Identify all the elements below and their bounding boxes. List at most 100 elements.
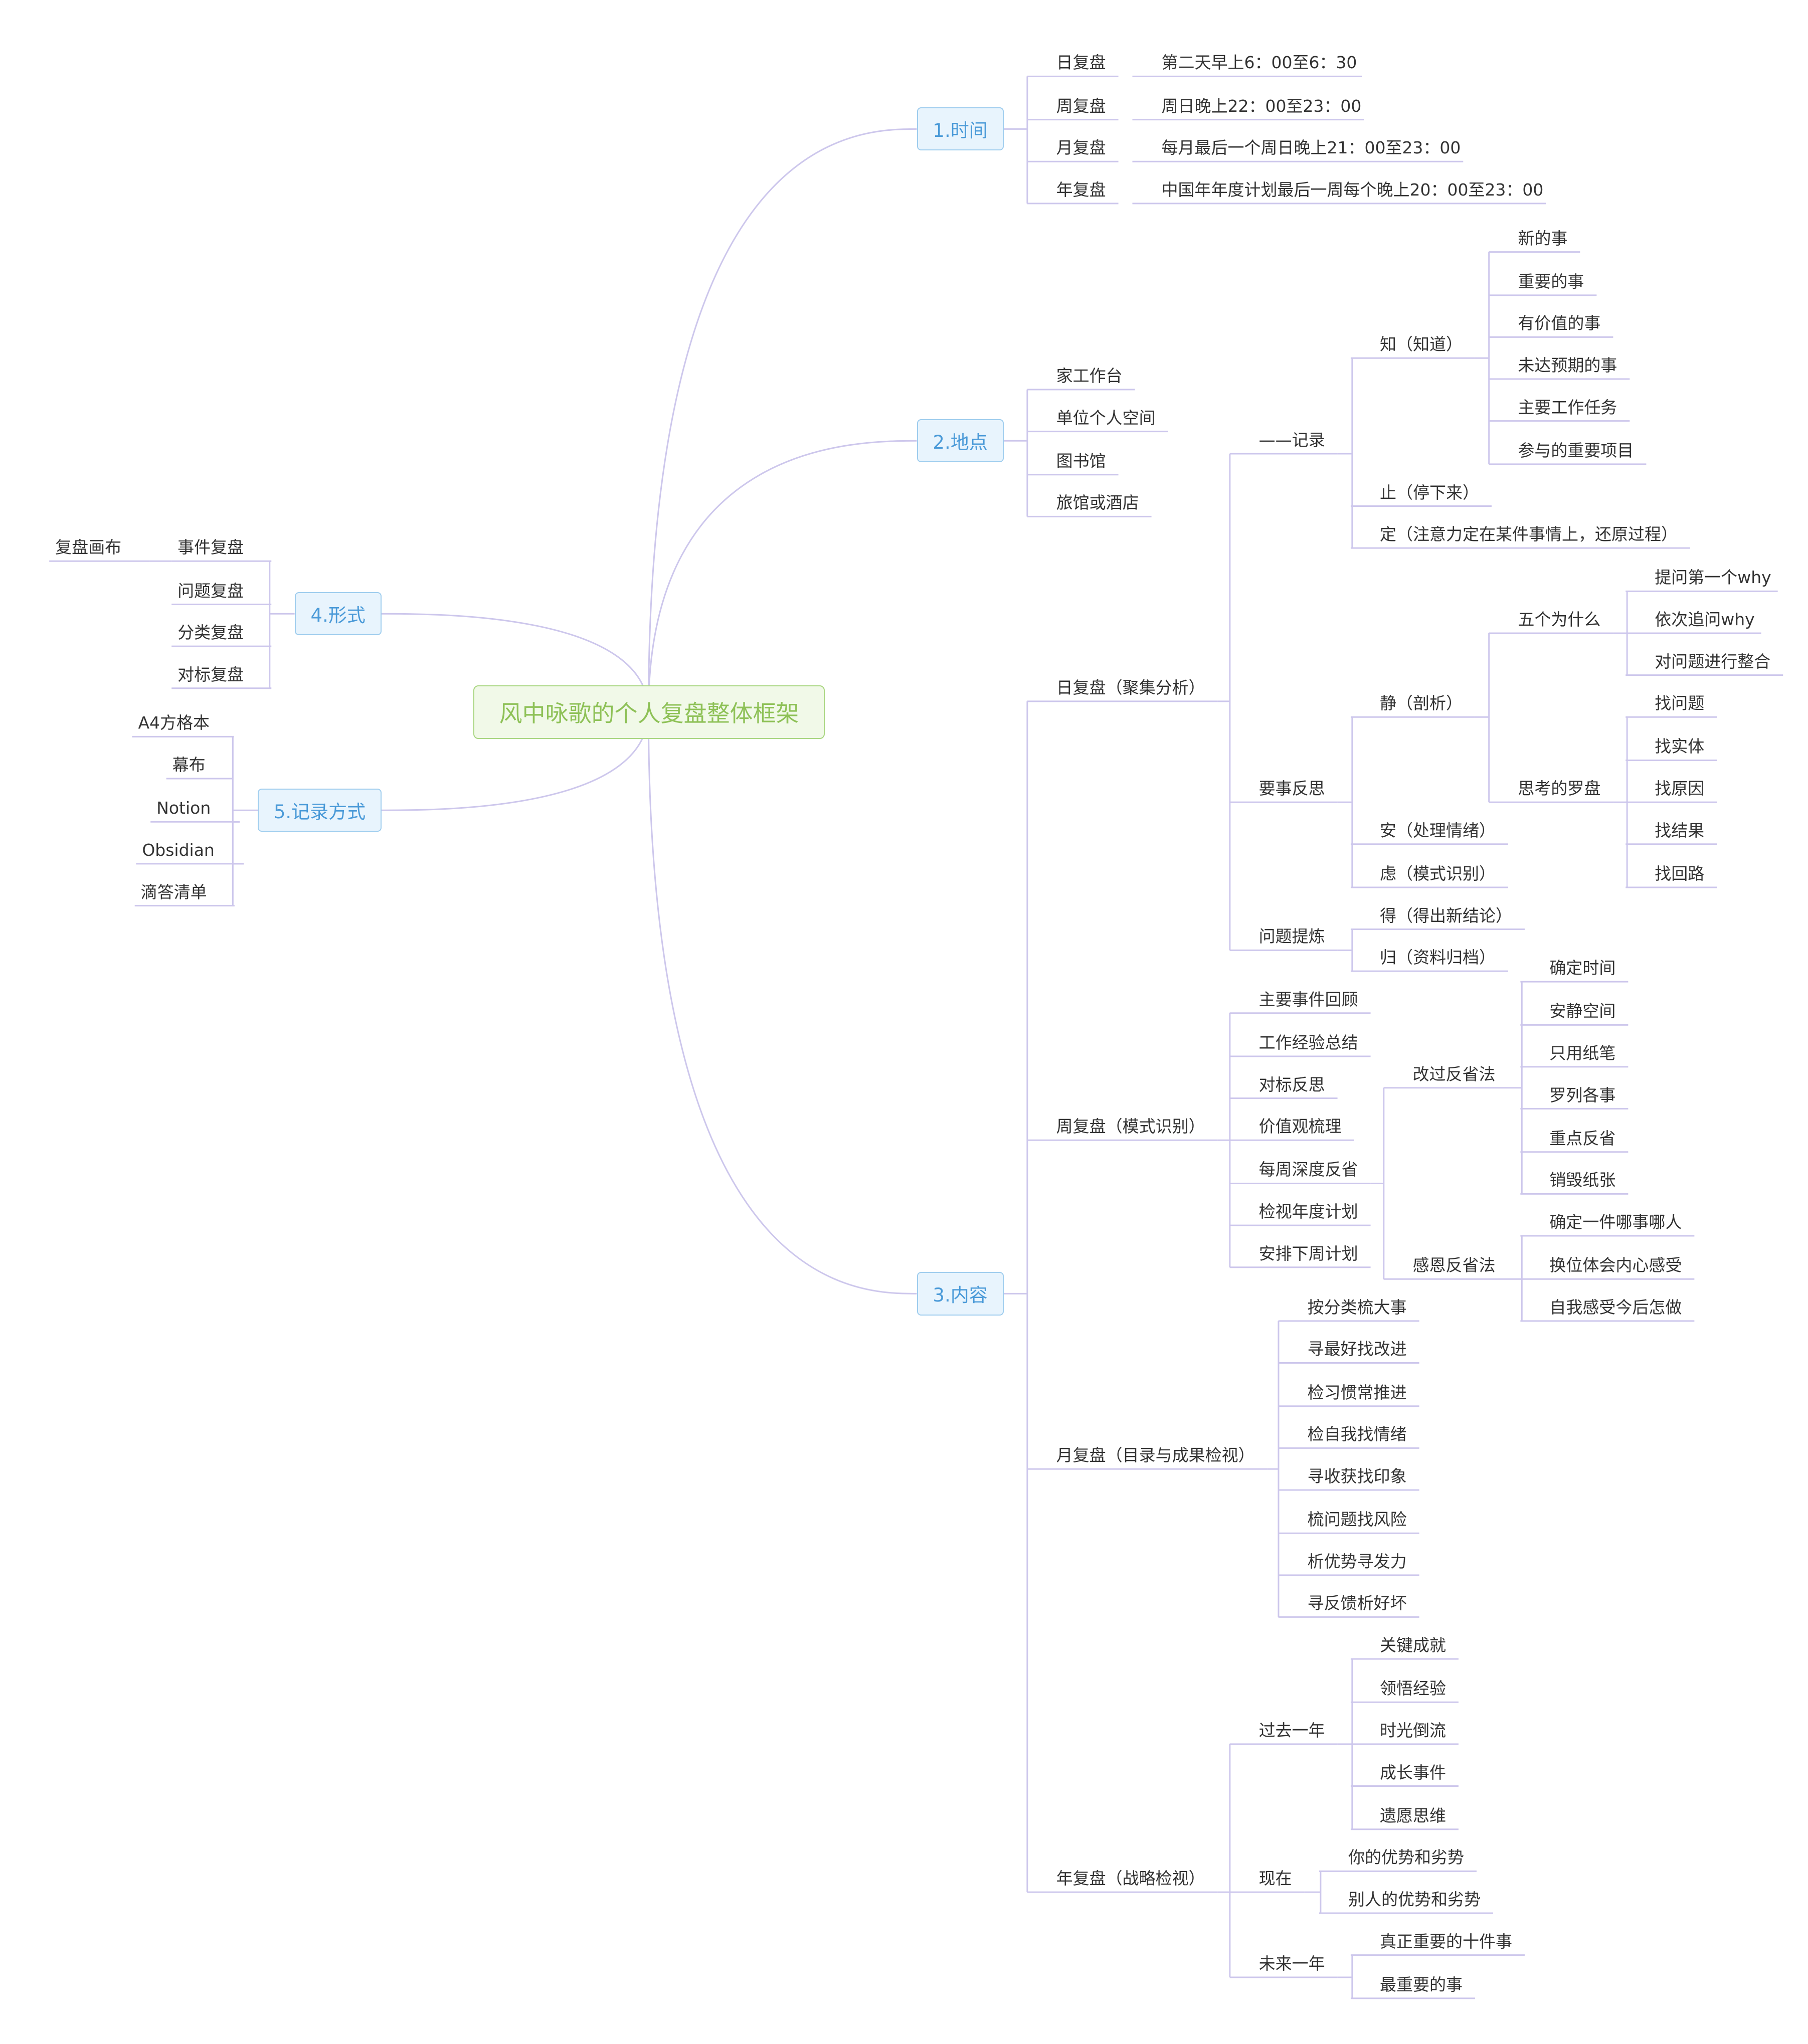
record-item: 滴答清单 <box>140 882 207 902</box>
record-item: Notion <box>156 798 211 818</box>
year-now: 现在 <box>1258 1869 1292 1889</box>
time-item-name: 年复盘 <box>1056 179 1106 200</box>
past-item: 遗愿思维 <box>1379 1805 1446 1825</box>
time-item-value: 第二天早上6：00至6：30 <box>1161 53 1357 73</box>
time-item-name: 周复盘 <box>1056 96 1106 116</box>
know-item: 参与的重要项目 <box>1518 440 1634 460</box>
why-item: 提问第一个why <box>1655 568 1771 588</box>
compass-item: 找实体 <box>1655 736 1705 757</box>
daily-reflect: 要事反思 <box>1258 779 1325 799</box>
weekly-item: 主要事件回顾 <box>1258 989 1358 1009</box>
past-item: 成长事件 <box>1379 1762 1446 1782</box>
record-item: A4方格本 <box>138 713 210 733</box>
year-future: 未来一年 <box>1258 1954 1325 1974</box>
record-know: 知（知道） <box>1379 334 1463 354</box>
monthly-item: 寻收获找印象 <box>1307 1466 1407 1486</box>
root-branch <box>381 613 649 711</box>
compass-item: 找结果 <box>1655 820 1705 840</box>
topic-time[interactable]: 1.时间 <box>917 107 1004 151</box>
gratitude-method: 感恩反省法 <box>1412 1255 1496 1275</box>
time-item-name: 月复盘 <box>1056 138 1106 158</box>
know-item: 未达预期的事 <box>1518 355 1617 376</box>
why-item: 依次追问why <box>1655 609 1755 629</box>
topic-record[interactable]: 5.记录方式 <box>258 789 382 832</box>
topic-content[interactable]: 3.内容 <box>917 1272 1004 1316</box>
past-item: 关键成就 <box>1379 1635 1446 1655</box>
monthly-item: 寻最好找改进 <box>1307 1339 1407 1359</box>
weekly-item: 价值观梳理 <box>1258 1117 1342 1137</box>
monthly-item: 寻反馈析好坏 <box>1307 1593 1407 1613</box>
place-item: 旅馆或酒店 <box>1056 493 1139 513</box>
gratitude-item: 换位体会内心感受 <box>1549 1255 1682 1275</box>
monthly-item: 梳问题找风险 <box>1307 1510 1407 1530</box>
refine-item: 归（资料归档） <box>1379 948 1496 968</box>
topic-form[interactable]: 4.形式 <box>294 592 382 636</box>
compass-item: 找回路 <box>1655 863 1705 883</box>
record-focus: 定（注意力定在某件事情上，还原过程） <box>1379 524 1678 544</box>
know-item: 有价值的事 <box>1518 313 1601 333</box>
year-past: 过去一年 <box>1258 1720 1325 1740</box>
weekly-item: 安排下周计划 <box>1258 1243 1358 1263</box>
form-item: 事件复盘 <box>177 537 244 558</box>
know-item: 主要工作任务 <box>1518 397 1617 417</box>
correction-item: 销毁纸张 <box>1549 1170 1616 1190</box>
topic-place[interactable]: 2.地点 <box>917 419 1004 463</box>
correction-item: 只用纸笔 <box>1549 1043 1616 1063</box>
future-item: 最重要的事 <box>1379 1974 1463 1994</box>
compass-item: 找原因 <box>1655 779 1705 799</box>
root-node[interactable]: 风中咏歌的个人复盘整体框架 <box>473 685 825 739</box>
weekly-review: 周复盘（模式识别） <box>1056 1117 1205 1137</box>
now-item: 你的优势和劣势 <box>1348 1847 1464 1868</box>
thinking-compass: 思考的罗盘 <box>1518 779 1601 799</box>
form-item: 问题复盘 <box>177 581 244 601</box>
monthly-item: 检习惯常推进 <box>1307 1382 1407 1402</box>
correction-item: 罗列各事 <box>1549 1085 1616 1105</box>
daily-refine: 问题提炼 <box>1258 926 1325 947</box>
root-branch <box>647 128 917 711</box>
weekly-item: 对标反思 <box>1258 1074 1325 1094</box>
five-whys: 五个为什么 <box>1518 609 1601 629</box>
place-item: 单位个人空间 <box>1056 408 1156 428</box>
future-item: 真正重要的十件事 <box>1379 1931 1512 1951</box>
reflect-consider: 虑（模式识别） <box>1379 863 1496 883</box>
now-item: 别人的优势和劣势 <box>1348 1889 1481 1909</box>
monthly-item: 析优势寻发力 <box>1307 1551 1407 1571</box>
time-item-value: 每月最后一个周日晚上21：00至23：00 <box>1161 138 1461 158</box>
record-item: 幕布 <box>172 755 206 775</box>
weekly-item: 每周深度反省 <box>1258 1160 1358 1180</box>
refine-item: 得（得出新结论） <box>1379 905 1512 925</box>
past-item: 领悟经验 <box>1379 1679 1446 1699</box>
daily-review: 日复盘（聚集分析） <box>1056 677 1205 697</box>
compass-item: 找问题 <box>1655 693 1705 713</box>
root-branch <box>647 711 917 1294</box>
monthly-review: 月复盘（目录与成果检视） <box>1056 1445 1255 1465</box>
monthly-item: 按分类梳大事 <box>1307 1297 1407 1317</box>
reflect-calm: 静（剖析） <box>1379 693 1463 713</box>
time-item-value: 周日晚上22：00至23：00 <box>1161 96 1362 116</box>
time-item-name: 日复盘 <box>1056 53 1106 73</box>
record-stop: 止（停下来） <box>1379 482 1479 502</box>
form-item: 分类复盘 <box>177 623 244 643</box>
reflect-peace: 安（处理情绪） <box>1379 820 1496 840</box>
form-canvas-item: 复盘画布 <box>55 537 122 558</box>
time-item-value: 中国年年度计划最后一周每个晚上20：00至23：00 <box>1161 179 1544 200</box>
correction-item: 确定时间 <box>1549 958 1616 978</box>
correction-method: 改过反省法 <box>1412 1064 1496 1084</box>
correction-item: 重点反省 <box>1549 1128 1616 1148</box>
know-item: 新的事 <box>1518 228 1568 248</box>
root-branch <box>381 711 649 811</box>
monthly-item: 检自我找情绪 <box>1307 1424 1407 1444</box>
correction-item: 安静空间 <box>1549 1001 1616 1021</box>
place-item: 图书馆 <box>1056 451 1106 471</box>
weekly-item: 工作经验总结 <box>1258 1033 1358 1053</box>
why-item: 对问题进行整合 <box>1655 651 1771 671</box>
gratitude-item: 确定一件哪事哪人 <box>1549 1212 1682 1232</box>
root-branch <box>647 440 917 711</box>
daily-record: ——记录 <box>1258 430 1325 450</box>
know-item: 重要的事 <box>1518 271 1584 291</box>
weekly-item: 检视年度计划 <box>1258 1202 1358 1222</box>
gratitude-item: 自我感受今后怎做 <box>1549 1297 1682 1317</box>
record-item: Obsidian <box>142 840 215 860</box>
place-item: 家工作台 <box>1056 365 1123 386</box>
